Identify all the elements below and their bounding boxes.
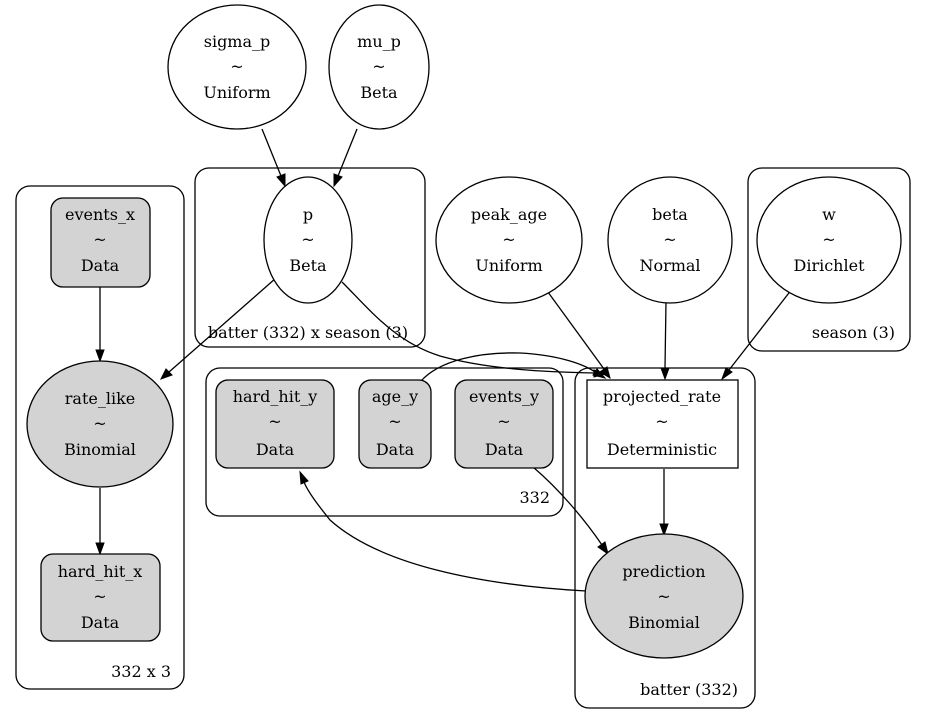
plate-332x3: 332 x 3 [15, 185, 185, 690]
node-hard_hit_y[interactable]: hard_hit_y ~ Data [215, 379, 335, 469]
edge-beta-to-projected_rate [660, 300, 670, 381]
plate-season: season (3) [747, 167, 911, 352]
node-mu_p-shape [328, 4, 430, 130]
node-events_y-shape [454, 379, 554, 469]
node-hard_hit_x-sep: ~ [93, 587, 106, 606]
node-hard_hit_x-name: hard_hit_x [58, 562, 143, 581]
node-rate_like-sep: ~ [93, 414, 106, 433]
plate-season-border [747, 167, 911, 352]
node-w[interactable]: w ~ Dirichlet [756, 176, 902, 304]
edge-w-to-projected_rate [720, 288, 793, 381]
node-age_y-shape [358, 379, 432, 469]
node-rate_like-name: rate_like [65, 389, 135, 408]
node-p-name: p [303, 205, 313, 224]
node-mu_p-name: mu_p [357, 32, 401, 51]
edge-prediction-to-hard_hit_y [299, 470, 587, 592]
node-w-dist: Dirichlet [794, 256, 866, 275]
node-beta[interactable]: beta ~ Normal [607, 176, 733, 304]
plate-332x3-border [15, 185, 185, 690]
node-events_x[interactable]: events_x ~ Data [50, 197, 151, 288]
node-mu_p-sep: ~ [372, 57, 385, 76]
node-mu_p[interactable]: mu_p ~ Beta [328, 4, 430, 130]
node-events_y-dist: Data [485, 440, 524, 459]
plate-batter-label: batter (332) [640, 680, 738, 699]
edge-projected_rate-to-prediction [659, 469, 669, 537]
node-mu_p-dist: Beta [360, 83, 398, 102]
node-prediction-sep: ~ [657, 587, 670, 606]
node-hard_hit_y-name: hard_hit_y [233, 387, 318, 406]
plate-batter-season: batter (332) x season (3) [194, 167, 426, 348]
plate-332: 332 [205, 367, 564, 517]
node-peak_age-dist: Uniform [475, 256, 542, 275]
plate-332x3-label: 332 x 3 [111, 662, 171, 681]
node-events_x-dist: Data [81, 256, 120, 275]
node-sigma_p[interactable]: sigma_p ~ Uniform [167, 4, 307, 130]
node-w-name: w [822, 205, 836, 224]
node-prediction-dist: Binomial [628, 613, 700, 632]
edge-events_x-to-rate_like [95, 287, 105, 363]
edge-sigma_p-to-p [261, 128, 286, 188]
node-hard_hit_x[interactable]: hard_hit_x ~ Data [40, 553, 161, 642]
edge-events_y-to-prediction [532, 466, 609, 556]
edge-rate_like-to-hard_hit_x [95, 488, 105, 556]
plate-332-border [205, 367, 564, 517]
node-sigma_p-shape [167, 4, 307, 130]
node-events_y[interactable]: events_y ~ Data [454, 379, 554, 469]
node-peak_age-name: peak_age [471, 205, 547, 224]
node-sigma_p-sep: ~ [230, 57, 243, 76]
node-peak_age[interactable]: peak_age ~ Uniform [435, 176, 583, 304]
node-prediction-name: prediction [622, 562, 705, 581]
node-beta-dist: Normal [639, 256, 700, 275]
node-peak_age-sep: ~ [502, 230, 515, 249]
node-p-dist: Beta [289, 256, 327, 275]
node-rate_like-shape [26, 360, 174, 488]
plate-332-label: 332 [519, 488, 550, 507]
node-rate_like-dist: Binomial [64, 440, 136, 459]
plate-batter-season-label: batter (332) x season (3) [208, 323, 408, 342]
plate-batter-season-border [194, 167, 426, 348]
node-hard_hit_x-dist: Data [81, 613, 120, 632]
node-age_y-sep: ~ [388, 412, 401, 431]
node-hard_hit_y-shape [215, 379, 335, 469]
node-projected_rate[interactable]: projected_rate ~ Deterministic [586, 379, 739, 469]
node-projected_rate-sep: ~ [655, 412, 668, 431]
node-beta-name: beta [652, 205, 688, 224]
node-projected_rate-dist: Deterministic [607, 440, 717, 459]
edges [95, 128, 793, 592]
node-hard_hit_y-dist: Data [256, 440, 295, 459]
node-p-sep: ~ [301, 230, 314, 249]
node-p[interactable]: p ~ Beta [263, 176, 353, 304]
node-hard_hit_y-sep: ~ [268, 412, 281, 431]
node-p-shape [263, 176, 353, 304]
node-hard_hit_x-shape [40, 553, 161, 642]
node-prediction[interactable]: prediction ~ Binomial [584, 533, 744, 659]
node-age_y-name: age_y [372, 387, 418, 406]
node-beta-sep: ~ [663, 230, 676, 249]
node-w-sep: ~ [822, 230, 835, 249]
node-events_x-shape [50, 197, 151, 288]
node-events_y-name: events_y [469, 387, 539, 406]
node-rate_like[interactable]: rate_like ~ Binomial [26, 360, 174, 488]
node-events_x-sep: ~ [93, 230, 106, 249]
edge-p-to-rate_like [159, 277, 277, 380]
node-w-shape [756, 176, 902, 304]
edge-mu_p-to-p [333, 128, 358, 188]
node-prediction-shape [584, 533, 744, 659]
node-sigma_p-name: sigma_p [204, 32, 271, 51]
plate-season-label: season (3) [812, 323, 895, 342]
node-age_y[interactable]: age_y ~ Data [358, 379, 432, 469]
node-projected_rate-shape [586, 379, 739, 469]
node-sigma_p-dist: Uniform [203, 83, 270, 102]
node-beta-shape [607, 176, 733, 304]
node-events_y-sep: ~ [497, 412, 510, 431]
edge-peak_age-to-projected_rate [544, 287, 611, 380]
node-peak_age-shape [435, 176, 583, 304]
node-events_x-name: events_x [65, 205, 135, 224]
node-age_y-dist: Data [376, 440, 415, 459]
node-projected_rate-name: projected_rate [603, 387, 721, 406]
edge-age_y-to-projected_rate [420, 352, 607, 382]
